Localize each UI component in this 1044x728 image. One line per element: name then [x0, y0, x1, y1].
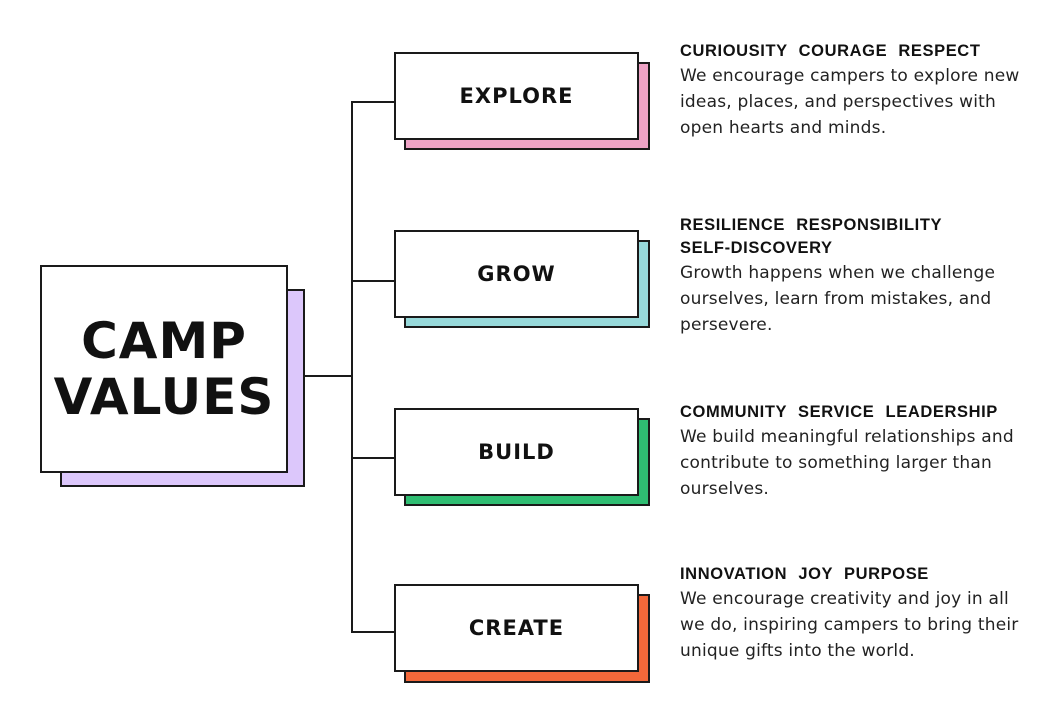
- create-keywords: INNOVATION JOY PURPOSE: [680, 565, 929, 583]
- create-description-block: INNOVATION JOY PURPOSE We encourage crea…: [680, 563, 1020, 664]
- grow-card: GROW: [394, 230, 639, 318]
- connector-trunk: [305, 375, 353, 377]
- connector-build: [351, 457, 396, 459]
- main-title-line-2: VALUES: [53, 368, 275, 426]
- main-title-line-1: CAMP: [81, 312, 247, 370]
- grow-keywords: RESILIENCE RESPONSIBILITY SELF-DISCOVERY: [680, 216, 943, 257]
- create-description: We encourage creativity and joy in all w…: [680, 589, 1019, 661]
- main-title-card: CAMP VALUES: [40, 265, 288, 473]
- explore-description: We encourage campers to explore new idea…: [680, 66, 1020, 138]
- explore-keywords: CURIOUSITY COURAGE RESPECT: [680, 42, 981, 60]
- connector-spine: [351, 101, 353, 633]
- build-description: We build meaningful relationships and co…: [680, 427, 1014, 499]
- grow-label: GROW: [477, 262, 556, 286]
- explore-card: EXPLORE: [394, 52, 639, 140]
- explore-label: EXPLORE: [459, 84, 574, 108]
- build-keywords: COMMUNITY SERVICE LEADERSHIP: [680, 403, 998, 421]
- grow-description-block: RESILIENCE RESPONSIBILITY SELF-DISCOVERY…: [680, 214, 1020, 338]
- connector-explore: [351, 101, 396, 103]
- create-card: CREATE: [394, 584, 639, 672]
- build-card: BUILD: [394, 408, 639, 496]
- connector-grow: [351, 280, 396, 282]
- create-label: CREATE: [468, 616, 565, 640]
- connector-create: [351, 631, 396, 633]
- explore-description-block: CURIOUSITY COURAGE RESPECT We encourage …: [680, 40, 1020, 141]
- main-title: CAMP VALUES: [54, 313, 275, 425]
- build-label: BUILD: [478, 440, 555, 464]
- build-description-block: COMMUNITY SERVICE LEADERSHIP We build me…: [680, 401, 1020, 502]
- grow-description: Growth happens when we challenge ourselv…: [680, 263, 996, 335]
